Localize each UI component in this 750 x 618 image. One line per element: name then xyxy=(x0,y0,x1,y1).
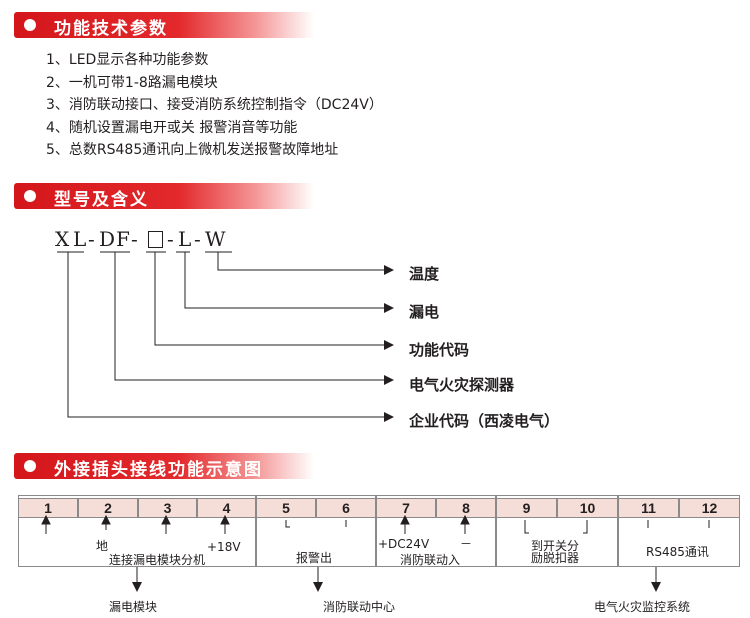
meaning-function-code: 功能代码 xyxy=(409,341,470,359)
meaning-detector: 电气火灾探测器 xyxy=(409,376,515,394)
parameter-list: 1、LED显示各种功能参数 2、一机可带1-8路漏电模块 3、消防联动接口、接受… xyxy=(46,49,383,162)
label-leak-module: 连接漏电模块分机 xyxy=(109,553,206,567)
destination-monitor-system: 电气火灾监控系统 xyxy=(594,600,691,614)
code-char: L xyxy=(73,227,88,251)
terminal-4: 4 xyxy=(197,498,256,518)
terminal-6: 6 xyxy=(316,498,376,518)
terminal-2: 2 xyxy=(78,498,138,518)
parameter-item: 1、LED显示各种功能参数 xyxy=(46,52,209,68)
code-char: - xyxy=(88,227,96,251)
terminal-11: 11 xyxy=(618,498,679,518)
label-plus18v: +18V xyxy=(207,540,241,554)
destination-leak-module: 漏电模块 xyxy=(109,600,158,614)
terminal-9: 9 xyxy=(496,498,557,518)
code-char: X xyxy=(55,227,71,251)
code-char: D xyxy=(99,227,117,251)
terminal-10: 10 xyxy=(557,498,618,518)
parameter-item: 4、随机设置漏电开或关 报警消音等功能 xyxy=(46,119,298,136)
meaning-leakage: 漏电 xyxy=(409,303,440,321)
section-title-wiring: 外接插头接线功能示意图 xyxy=(54,460,263,480)
label-minus: － xyxy=(460,537,473,551)
label-rs485: RS485通讯 xyxy=(646,545,709,559)
section-banner-model: 型号及含义 xyxy=(14,183,314,210)
label-to-switch: 到开关分 xyxy=(531,539,580,553)
code-char: F xyxy=(116,227,131,251)
parameter-item: 5、总数RS485通讯向上微机发送报警故障地址 xyxy=(46,142,339,158)
label-dc24v: +DC24V xyxy=(378,537,430,551)
code-char: W xyxy=(205,227,227,251)
terminal-5: 5 xyxy=(256,498,316,518)
parameter-item: 3、消防联动接口、接受消防系统控制指令（DC24V） xyxy=(46,97,383,113)
code-char: - xyxy=(194,227,202,251)
terminal-3: 3 xyxy=(138,498,197,518)
terminal-group-leak-module xyxy=(18,495,256,567)
section-banner-params: 功能技术参数 xyxy=(14,12,314,39)
meaning-company-code: 企业代码（西凌电气） xyxy=(409,412,560,430)
label-trip-buckle: 励脱扣器 xyxy=(531,551,580,565)
meaning-temperature: 温度 xyxy=(409,265,440,283)
label-ground: 地 xyxy=(96,539,109,553)
section-title-model: 型号及含义 xyxy=(54,190,149,210)
terminal-1: 1 xyxy=(18,498,78,518)
label-fire-in: 消防联动入 xyxy=(400,553,461,567)
bullet-dot xyxy=(24,190,36,202)
terminal-group-fire xyxy=(376,495,496,567)
section-banner-wiring: 外接插头接线功能示意图 xyxy=(14,453,314,480)
section-title-params: 功能技术参数 xyxy=(54,19,168,39)
terminal-group-alarm xyxy=(256,495,376,567)
terminal-12: 12 xyxy=(679,498,740,518)
code-char: L xyxy=(178,227,193,251)
terminal-group-trip xyxy=(496,495,618,567)
terminal-group-rs485 xyxy=(618,495,740,567)
parameter-item: 2、一机可带1-8路漏电模块 xyxy=(46,74,218,91)
function-code-box xyxy=(148,231,163,248)
bullet-dot xyxy=(24,19,36,31)
label-alarm-out: 报警出 xyxy=(296,551,333,565)
bullet-dot xyxy=(24,460,36,472)
code-char: - xyxy=(131,227,139,251)
code-char: - xyxy=(167,227,175,251)
destination-fire-center: 消防联动中心 xyxy=(323,600,396,614)
